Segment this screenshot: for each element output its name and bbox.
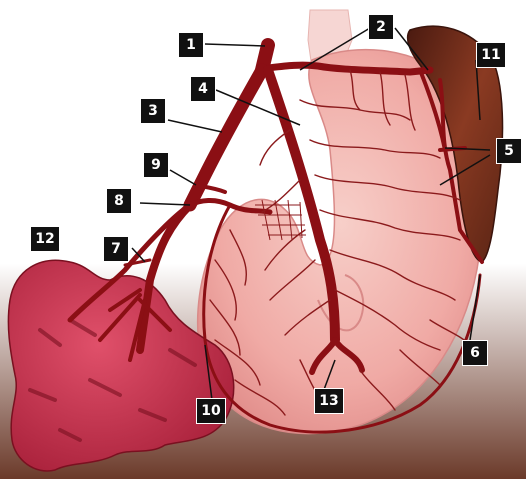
label-4: 4 xyxy=(190,76,216,102)
label-7: 7 xyxy=(103,236,129,262)
label-12: 12 xyxy=(30,226,60,252)
label-8: 8 xyxy=(106,188,132,214)
label-6: 6 xyxy=(462,340,488,366)
label-1: 1 xyxy=(178,32,204,58)
label-3: 3 xyxy=(140,98,166,124)
label-5: 5 xyxy=(496,138,522,164)
label-11: 11 xyxy=(476,42,506,68)
label-13: 13 xyxy=(314,388,344,414)
label-2: 2 xyxy=(368,14,394,40)
label-9: 9 xyxy=(143,152,169,178)
label-10: 10 xyxy=(196,398,226,424)
